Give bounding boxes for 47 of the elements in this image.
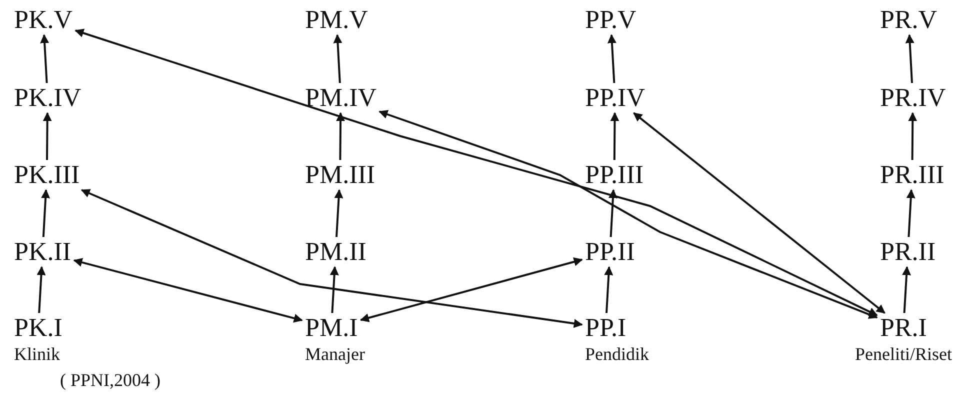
track-name: Peneliti/Riset [855, 344, 952, 365]
grade-label: PR.III [880, 161, 944, 189]
arrow [40, 34, 50, 84]
arrow [908, 112, 918, 160]
grade-label: PM.III [305, 161, 376, 189]
grade-label: PP.I [585, 314, 626, 342]
arrow [334, 189, 344, 238]
arrow [42, 112, 52, 160]
arrow [902, 266, 912, 314]
grade-label: PP.IV [585, 84, 645, 112]
arrow [336, 112, 346, 160]
grade-label: PR.I [880, 314, 927, 342]
arrow [610, 112, 620, 160]
arrow [360, 257, 583, 322]
arrow [604, 266, 614, 314]
track-name: Klinik [14, 344, 60, 365]
track-name: Manajer [305, 344, 365, 365]
arrow [607, 34, 616, 84]
arrow [80, 189, 583, 328]
arrow [74, 28, 878, 316]
arrow [41, 189, 50, 238]
grade-label: PP.II [585, 238, 635, 266]
arrow [333, 34, 342, 84]
grade-label: PK.III [14, 161, 80, 189]
grade-label: PK.V [14, 6, 73, 34]
arrow [633, 112, 886, 314]
grade-label: PM.I [305, 314, 358, 342]
arrow [378, 110, 878, 319]
arrow [608, 189, 618, 238]
grade-label: PK.I [14, 314, 62, 342]
track-name: Pendidik [585, 344, 650, 365]
grade-label: PM.II [305, 238, 366, 266]
arrow [330, 266, 339, 314]
arrow [36, 266, 46, 314]
grade-label: PM.IV [305, 84, 377, 112]
grade-label: PM.V [305, 6, 368, 34]
grade-label: PR.IV [880, 84, 946, 112]
grade-label: PP.III [585, 161, 644, 189]
grade-label: PP.V [585, 6, 636, 34]
grade-label: PK.IV [14, 84, 82, 112]
grade-label: PR.V [880, 6, 938, 34]
grade-label: PK.II [14, 238, 72, 266]
citation: ( PPNI,2004 ) [60, 370, 161, 391]
grade-label: PR.II [880, 238, 936, 266]
arrow [73, 258, 303, 323]
arrow [905, 34, 914, 84]
arrow [906, 189, 916, 238]
